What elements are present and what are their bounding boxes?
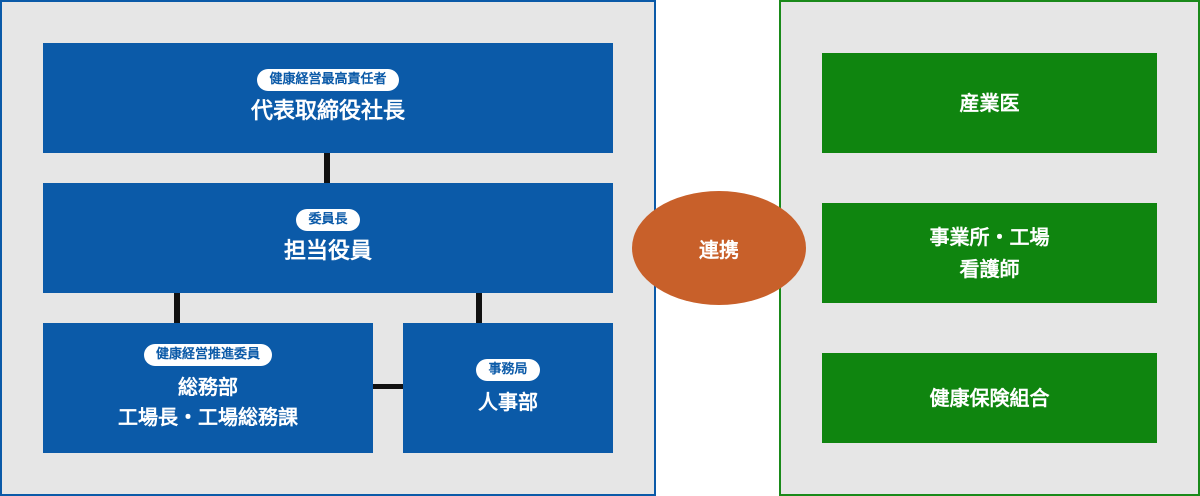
officer-box: 委員長 担当役員	[43, 183, 613, 293]
ceo-title: 代表取締役社長	[250, 99, 405, 124]
collaboration-ellipse: 連携	[632, 191, 806, 305]
partner-box-nurse: 事業所・工場 看護師	[822, 203, 1157, 303]
partner-label: 健康保険組合	[929, 386, 1050, 410]
secretariat-box: 事務局 人事部	[403, 323, 613, 453]
partner-box-industrial-physician: 産業医	[822, 53, 1157, 153]
officer-title: 担当役員	[283, 239, 372, 264]
partner-label-line-2: 看護師	[959, 257, 1020, 281]
partner-label-line-1: 事業所・工場	[929, 225, 1050, 249]
promotion-line-1: 総務部	[178, 375, 238, 399]
connector-officer-promo	[174, 292, 180, 324]
secretariat-title: 人事部	[478, 390, 538, 414]
connector-officer-secretariat	[476, 292, 482, 324]
connector-promo-secretariat	[372, 384, 404, 389]
partner-box-health-insurance: 健康保険組合	[822, 353, 1157, 443]
promotion-line-2: 工場長・工場総務課	[118, 405, 298, 429]
promotion-role-badge: 健康経営推進委員	[143, 344, 272, 366]
officer-role-badge: 委員長	[296, 209, 360, 231]
partner-label: 産業医	[959, 91, 1020, 115]
secretariat-role-badge: 事務局	[476, 359, 540, 381]
promotion-committee-box: 健康経営推進委員 総務部 工場長・工場総務課	[43, 323, 373, 453]
connector-ceo-officer	[324, 152, 330, 184]
ceo-box: 健康経営最高責任者 代表取締役社長	[43, 43, 613, 153]
ceo-role-badge: 健康経営最高責任者	[257, 69, 399, 91]
collaboration-label: 連携	[699, 237, 739, 262]
